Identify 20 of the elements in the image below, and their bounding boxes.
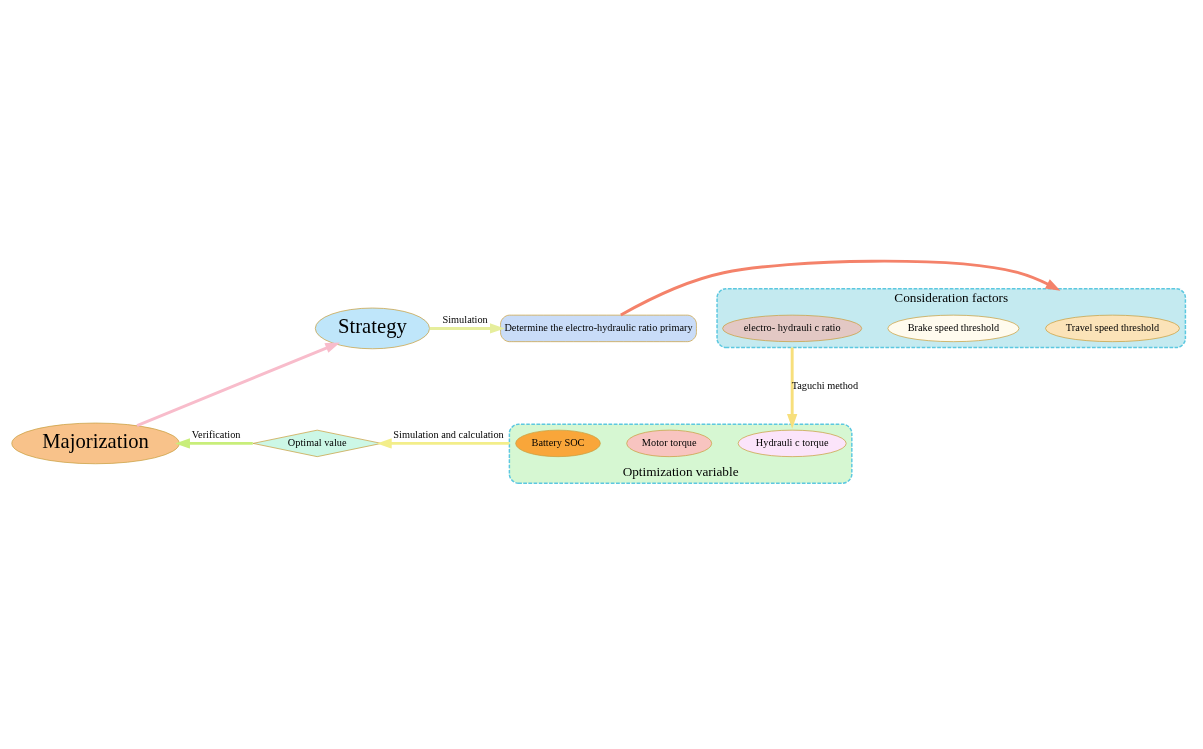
edge-label: Verification [191,428,241,440]
node-diamond: Optimal value [252,429,382,457]
arrow [787,347,798,429]
node-ellipse: Brake speed threshold [887,314,1020,342]
arrow [376,437,510,449]
edge-label: Simulation [442,313,488,325]
edge-label: Simulation and calculation [393,428,504,440]
node-ellipse: Hydrauli c torque [737,429,847,457]
arrow [136,341,341,427]
edge-label: Taguchi method [791,379,859,391]
arrow [620,259,1061,316]
node-ellipse: Battery SOC [515,429,601,457]
node-ellipse: Travel speed threshold [1045,314,1180,342]
node-ellipse: electro- hydrauli c ratio [722,314,863,342]
node-ellipse: Majorization [11,422,180,464]
arrow [175,437,253,449]
node-box: Determine the electro-hydraulic ratio primary [500,314,697,342]
node-ellipse: Strategy [314,307,430,349]
node-ellipse: Motor torque [626,429,713,457]
arrow [429,322,505,334]
